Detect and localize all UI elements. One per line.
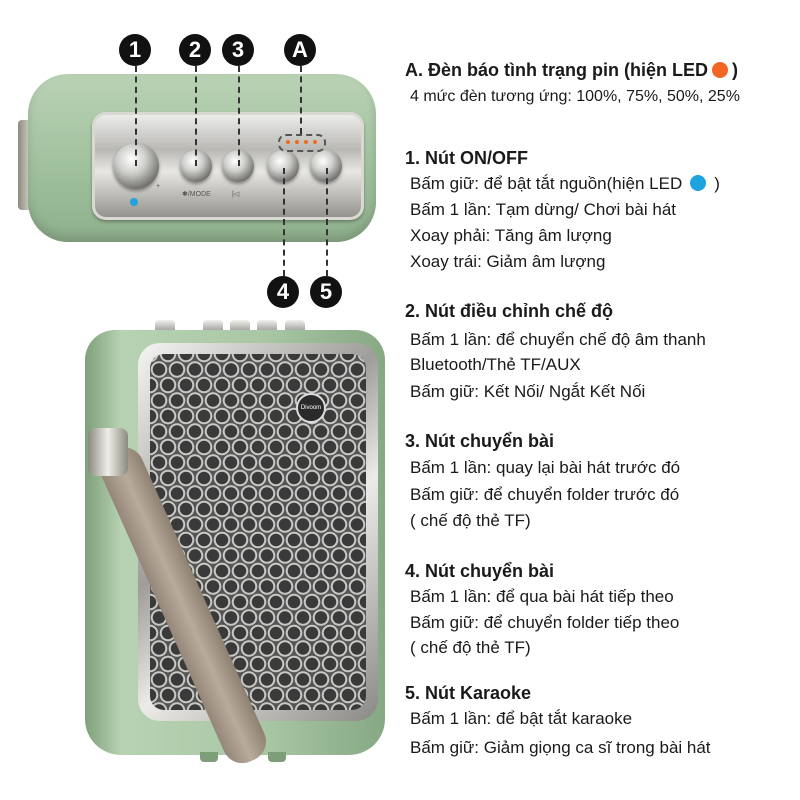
- section-a-title: A. Đèn báo tình trạng pin (hiện LED): [405, 60, 738, 81]
- marker-a: A: [284, 34, 316, 66]
- callout-line: [283, 168, 285, 276]
- section-5-line: Bấm giữ: Giảm giọng ca sĩ trong bài hát: [410, 738, 711, 757]
- battery-led: [304, 140, 308, 144]
- orange-led-icon: [712, 62, 728, 78]
- section-3-line: Bấm giữ: để chuyển folder trước đó: [410, 485, 680, 504]
- section-5-line: Bấm 1 lần: để bật tắt karaoke: [410, 709, 633, 728]
- line-text: Bấm giữ: để bật tắt nguồn(hiện LED: [410, 174, 683, 193]
- plus-label: +: [156, 183, 161, 190]
- battery-led: [313, 140, 317, 144]
- section-1-line: Xoay phải: Tăng âm lượng: [410, 226, 612, 245]
- title-text: A. Đèn báo tình trạng pin (hiện LED: [405, 60, 708, 80]
- section-a-line: 4 mức đèn tương ứng: 100%, 75%, 50%, 25%: [410, 88, 740, 105]
- section-1-line: Xoay trái: Giảm âm lượng: [410, 252, 606, 271]
- section-1-title: 1. Nút ON/OFF: [405, 148, 528, 168]
- section-1-line: Bấm 1 lần: Tạm dừng/ Chơi bài hát: [410, 200, 677, 219]
- marker-3: 3: [222, 34, 254, 66]
- marker-5: 5: [310, 276, 342, 308]
- marker-2: 2: [179, 34, 211, 66]
- section-2-line: Bấm 1 lần: để chuyển chế độ âm thanh: [410, 330, 706, 349]
- section-2-title: 2. Nút điều chỉnh chế độ: [405, 301, 614, 321]
- title-end: ): [732, 60, 738, 80]
- section-4-title: 4. Nút chuyển bài: [405, 561, 555, 581]
- section-2-line: Bấm giữ: Kết Nối/ Ngắt Kết Nối: [410, 382, 646, 401]
- section-4-line: ( chế độ thẻ TF): [410, 638, 531, 657]
- prev-label: |◁: [232, 191, 240, 198]
- section-3-line: ( chế độ thẻ TF): [410, 511, 531, 530]
- section-5-title: 5. Nút Karaoke: [405, 683, 532, 703]
- callout-line: [135, 66, 137, 166]
- marker-4: 4: [267, 276, 299, 308]
- callout-line: [195, 66, 197, 166]
- power-icon: [130, 198, 138, 206]
- section-4-line: Bấm 1 lần: để qua bài hát tiếp theo: [410, 587, 674, 606]
- battery-led: [286, 140, 290, 144]
- section-2-line: Bluetooth/Thẻ TF/AUX: [410, 355, 581, 374]
- battery-led: [295, 140, 299, 144]
- section-3-line: Bấm 1 lần: quay lại bài hát trước đó: [410, 458, 681, 477]
- line-end: ): [714, 174, 720, 193]
- callout-line: [300, 66, 302, 134]
- section-3-title: 3. Nút chuyển bài: [405, 431, 555, 451]
- divoom-logo: Divoom: [296, 393, 326, 423]
- speaker-foot: [268, 752, 286, 762]
- marker-1: 1: [119, 34, 151, 66]
- strap-buckle: [88, 428, 128, 476]
- blue-led-icon: [690, 175, 707, 191]
- callout-line: [238, 66, 240, 166]
- callout-line: [326, 168, 328, 276]
- section-4-line: Bấm giữ: để chuyển folder tiếp theo: [410, 613, 680, 632]
- speaker-foot: [200, 752, 218, 762]
- battery-led-outline: [278, 134, 326, 152]
- section-1-line: Bấm giữ: để bật tắt nguồn(hiện LED): [410, 174, 720, 194]
- mode-label: ✱/MODE: [182, 191, 211, 198]
